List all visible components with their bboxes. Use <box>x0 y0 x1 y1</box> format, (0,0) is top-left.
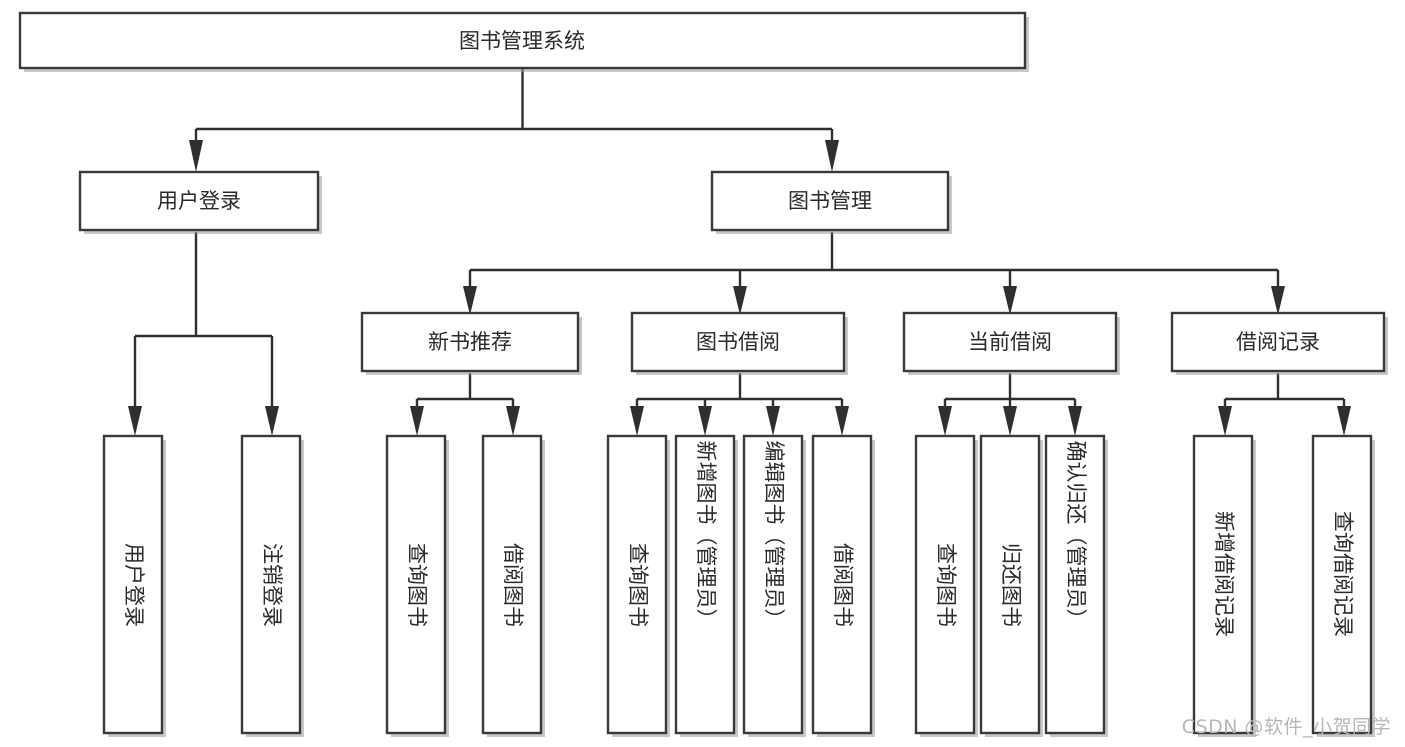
node-leaf-query-book-2-label: 查询图书 <box>626 543 650 627</box>
node-leaf-borrow-book-1[interactable]: 借阅图书 <box>481 434 545 737</box>
node-leaf-borrow-book-2[interactable]: 借阅图书 <box>811 434 875 737</box>
node-leaf-add-record[interactable]: 新增借阅记录 <box>1192 434 1256 737</box>
node-leaf-borrow-book-1-box[interactable] <box>481 434 543 735</box>
node-book-borrow[interactable]: 图书借阅 <box>630 311 848 375</box>
arrowhead-leaf-query-record <box>1337 406 1351 436</box>
node-leaf-user-logout-box[interactable] <box>240 434 302 735</box>
node-leaf-confirm-return[interactable]: 确认归还（管理员） <box>1044 434 1108 737</box>
arrowhead-leaf-confirm-return <box>1068 406 1082 436</box>
node-book-borrow-label: 图书借阅 <box>696 330 780 354</box>
node-book-manage-box[interactable] <box>710 170 950 232</box>
node-leaf-query-book-1-box[interactable] <box>385 434 447 735</box>
arrowhead-leaf-query-book-1 <box>410 406 424 436</box>
node-borrow-record-label: 借阅记录 <box>1236 330 1320 354</box>
node-new-book-recommend[interactable]: 新书推荐 <box>360 311 582 375</box>
node-leaf-edit-book-box[interactable] <box>742 434 804 735</box>
node-leaf-return-book-box[interactable] <box>979 434 1041 735</box>
arrowhead-new-book-recommend <box>463 286 477 315</box>
node-leaf-query-book-1-label: 查询图书 <box>405 543 429 627</box>
node-leaf-query-book-2-box[interactable] <box>606 434 668 735</box>
node-borrow-record-box[interactable] <box>1170 311 1386 373</box>
node-leaf-query-book-3[interactable]: 查询图书 <box>914 434 978 737</box>
node-leaf-user-login[interactable]: 用户登录 <box>102 434 166 737</box>
node-root-label: 图书管理系统 <box>459 29 585 53</box>
arrowhead-leaf-query-book-2 <box>630 406 644 436</box>
node-leaf-user-login-box[interactable] <box>102 434 164 735</box>
node-leaf-borrow-book-2-box[interactable] <box>811 434 873 735</box>
node-borrow-record[interactable]: 借阅记录 <box>1170 311 1388 375</box>
node-book-manage[interactable]: 图书管理 <box>710 170 952 234</box>
node-user-login-box[interactable] <box>78 170 320 232</box>
node-leaf-query-book-3-label: 查询图书 <box>934 543 958 627</box>
node-leaf-user-login-label: 用户登录 <box>122 543 146 627</box>
node-user-login[interactable]: 用户登录 <box>78 170 322 234</box>
node-current-borrow[interactable]: 当前借阅 <box>902 311 1120 375</box>
arrowhead-leaf-add-record <box>1218 406 1232 436</box>
arrowhead-leaf-return-book <box>1003 406 1017 436</box>
arrowhead-leaf-borrow-book-2 <box>835 406 849 436</box>
node-book-manage-label: 图书管理 <box>788 189 872 213</box>
node-user-login-label: 用户登录 <box>157 189 241 213</box>
node-root-box[interactable] <box>18 11 1027 70</box>
arrowhead-leaf-query-book-3 <box>938 406 952 436</box>
arrowhead-leaf-user-logout <box>265 406 279 436</box>
node-leaf-add-book-box[interactable] <box>674 434 736 735</box>
arrowhead-current-borrow <box>1003 286 1017 315</box>
node-leaf-query-record[interactable]: 查询借阅记录 <box>1311 434 1375 737</box>
csdn-watermark: CSDN @软件_小贺同学 <box>1181 716 1391 738</box>
arrowhead-book-manage <box>825 140 839 172</box>
node-leaf-query-book-3-box[interactable] <box>914 434 976 735</box>
arrowhead-user-login <box>189 140 203 172</box>
node-new-book-recommend-box[interactable] <box>360 311 580 373</box>
node-new-book-recommend-label: 新书推荐 <box>428 330 512 354</box>
node-leaf-query-record-label: 查询借阅记录 <box>1331 511 1355 637</box>
arrowhead-leaf-user-login <box>128 406 142 436</box>
node-leaf-confirm-return-label: 确认归还（管理员） <box>1064 441 1088 630</box>
node-leaf-return-book[interactable]: 归还图书 <box>979 434 1043 737</box>
node-leaf-user-logout[interactable]: 注销登录 <box>240 434 304 737</box>
arrowhead-leaf-add-book <box>698 406 712 436</box>
node-leaf-edit-book[interactable]: 编辑图书（管理员） <box>742 434 806 737</box>
edge-layer <box>128 68 1351 436</box>
node-leaf-add-record-box[interactable] <box>1192 434 1254 735</box>
arrowhead-leaf-edit-book <box>766 406 780 436</box>
node-layer: 图书管理系统 用户登录 图书管理 新书推荐 <box>18 11 1388 737</box>
node-leaf-query-book-2[interactable]: 查询图书 <box>606 434 670 737</box>
arrowhead-leaf-borrow-book-1 <box>506 406 520 436</box>
node-leaf-confirm-return-box[interactable] <box>1044 434 1106 735</box>
node-current-borrow-box[interactable] <box>902 311 1118 373</box>
node-leaf-add-record-label: 新增借阅记录 <box>1212 511 1236 637</box>
node-leaf-user-logout-label: 注销登录 <box>260 543 284 627</box>
node-leaf-edit-book-label: 编辑图书（管理员） <box>762 441 786 630</box>
node-leaf-return-book-label: 归还图书 <box>999 543 1023 627</box>
node-root[interactable]: 图书管理系统 <box>18 11 1029 72</box>
node-leaf-query-book-1[interactable]: 查询图书 <box>385 434 449 737</box>
arrowhead-book-borrow <box>733 286 747 315</box>
node-leaf-borrow-book-1-label: 借阅图书 <box>501 543 525 627</box>
node-leaf-add-book-label: 新增图书（管理员） <box>694 441 718 630</box>
node-leaf-add-book[interactable]: 新增图书（管理员） <box>674 434 738 737</box>
node-leaf-query-record-box[interactable] <box>1311 434 1373 735</box>
node-book-borrow-box[interactable] <box>630 311 846 373</box>
arrowhead-borrow-record <box>1271 286 1285 315</box>
node-leaf-borrow-book-2-label: 借阅图书 <box>831 543 855 627</box>
node-current-borrow-label: 当前借阅 <box>968 330 1052 354</box>
